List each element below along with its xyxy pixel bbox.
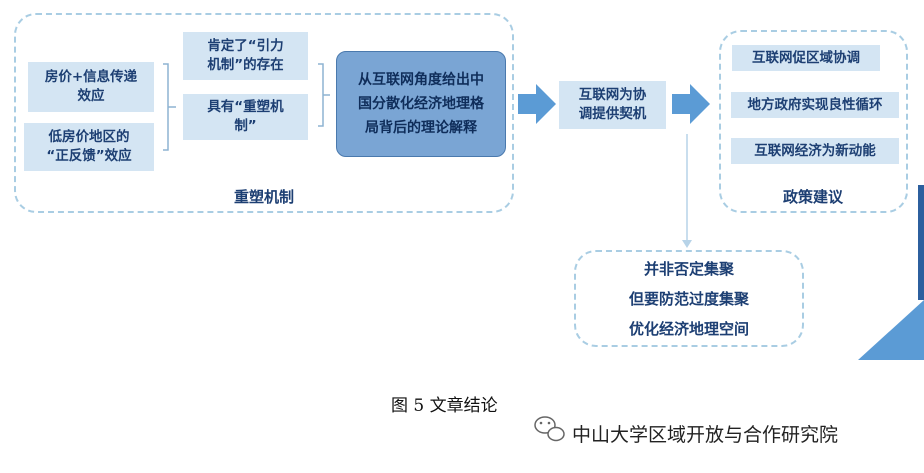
corner-edge <box>918 185 924 300</box>
policy-item-regional-coordination: 互联网促区域协调 <box>732 45 880 71</box>
policy-item-local-government: 地方政府实现良性循环 <box>731 92 899 118</box>
corner-decoration <box>858 300 924 360</box>
bottom-line-3: 优化经济地理空间 <box>628 320 749 338</box>
bottom-line-1: 并非否定集聚 <box>643 260 734 278</box>
bracket-left <box>163 63 176 151</box>
left-group-container <box>14 13 514 213</box>
left-group-title: 重塑机制 <box>233 188 294 206</box>
right-group-title: 政策建议 <box>782 188 843 206</box>
arrow-right-1 <box>518 84 556 124</box>
box-positive-feedback-effect: 低房价地区的 “正反馈”效应 <box>24 123 154 171</box>
figure-caption: 图 5 文章结论 <box>391 396 498 416</box>
arrow-right-2 <box>672 84 710 124</box>
bottom-line-2: 但要防范过度集聚 <box>628 290 749 308</box>
box-housing-info-effect: 房价+信息传递 效应 <box>28 62 154 112</box>
box-main-explanation: 从互联网角度给出中 国分散化经济地理格 局背后的理论解释 <box>336 51 506 157</box>
policy-item-new-momentum: 互联网经济为新动能 <box>731 138 899 164</box>
box-coordination-opportunity: 互联网为协 调提供契机 <box>559 81 666 129</box>
watermark-text: 中山大学区域开放与合作研究院 <box>572 424 839 446</box>
right-group-container <box>719 30 908 213</box>
wechat-icon <box>534 416 565 442</box>
bracket-middle <box>318 63 330 127</box>
bottom-group-container <box>574 250 804 347</box>
box-reshaping-mechanism: 具有“重塑机 制” <box>183 94 308 140</box>
down-connector-head <box>682 240 692 248</box>
box-gravity-mechanism: 肯定了“引力 机制”的存在 <box>183 32 308 80</box>
